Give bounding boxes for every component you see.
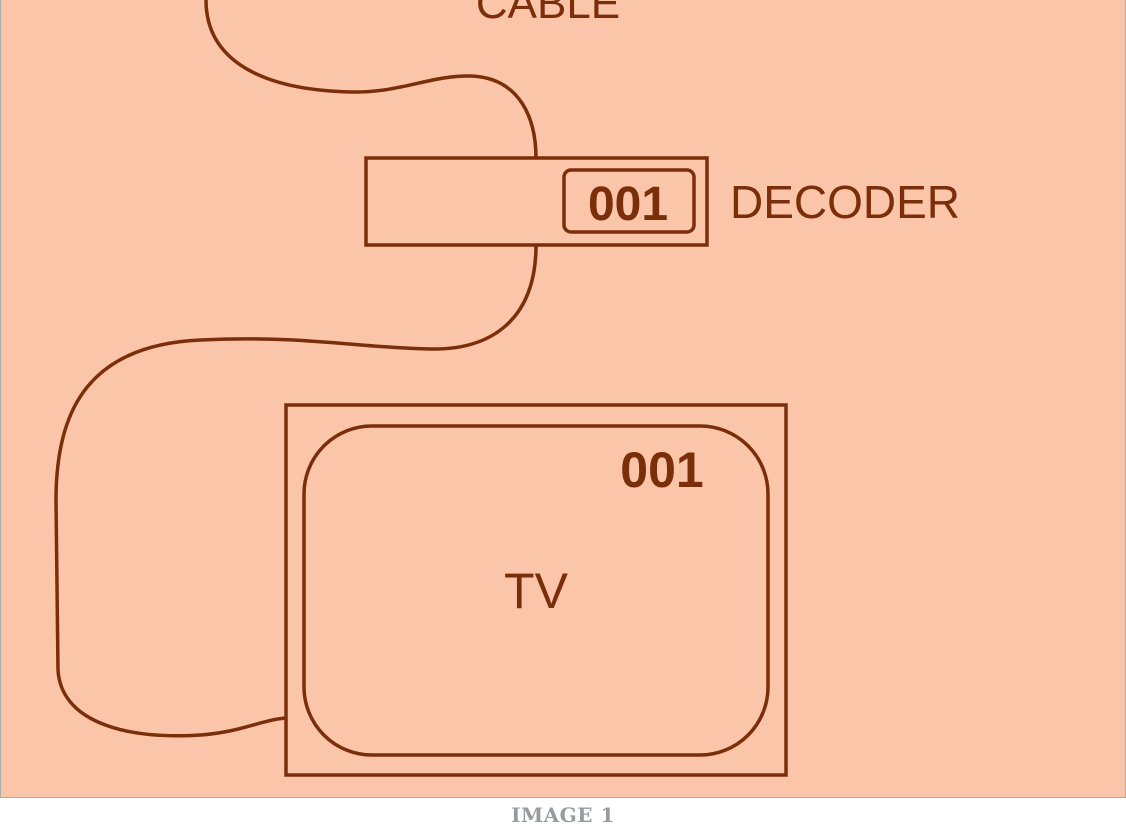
tv-frame <box>284 403 788 777</box>
cable-wire-in <box>204 0 538 159</box>
decoder-display-value: 001 <box>588 178 668 231</box>
tv-screen <box>302 424 770 757</box>
tv-label: TV <box>504 563 569 619</box>
cable-wire-out <box>54 244 538 738</box>
diagram-panel: CABLE 001 DECODER 001 TV <box>0 0 1126 798</box>
decoder-display <box>562 168 696 234</box>
image-caption: IMAGE 1 <box>511 803 615 827</box>
decoder-label: DECODER <box>730 176 960 228</box>
diagram: CABLE 001 DECODER 001 TV <box>54 0 960 777</box>
decoder-box <box>364 156 709 247</box>
tv-channel-value: 001 <box>620 442 703 498</box>
cable-label: CABLE <box>476 0 620 28</box>
